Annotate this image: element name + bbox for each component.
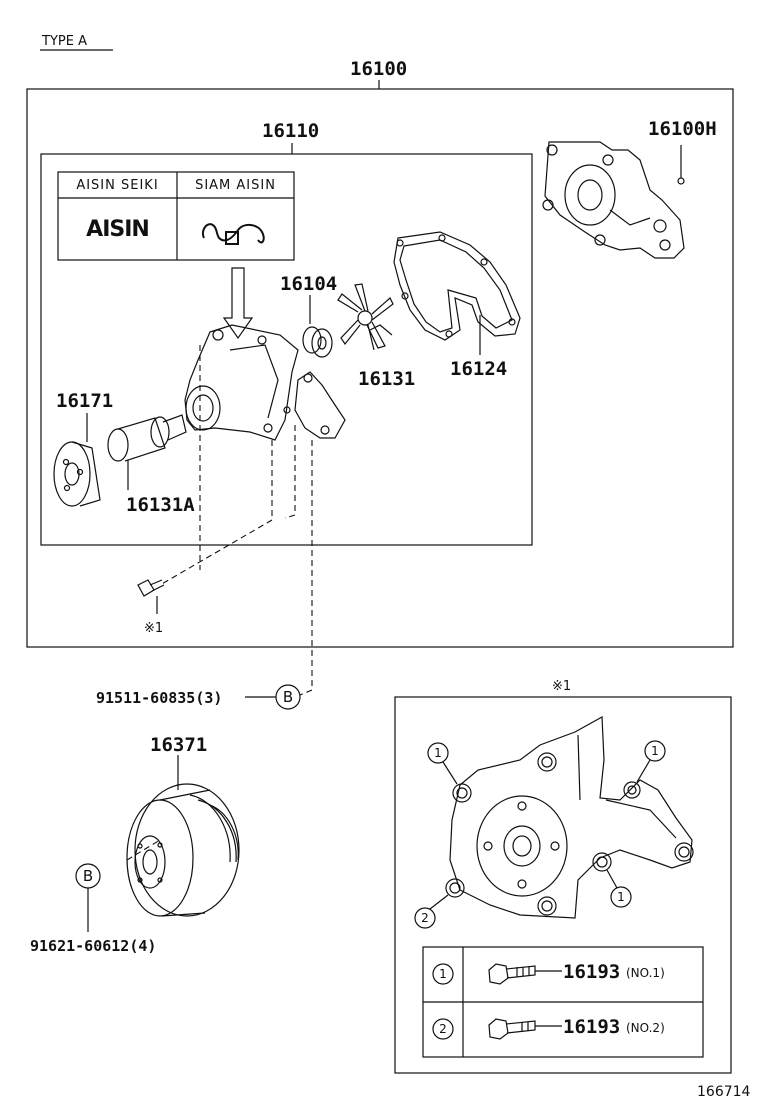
bolt-no2-drawing <box>488 1018 536 1040</box>
siam-aisin-logo <box>202 223 265 245</box>
gasket-drawing <box>393 231 521 341</box>
part-impeller: 16131 <box>358 368 416 390</box>
part-bolt-b2: 91621-60612(4) <box>30 937 157 955</box>
bearing-drawing <box>107 414 187 462</box>
small-bolt-drawing <box>137 579 165 597</box>
arrow-shape <box>222 267 254 340</box>
ref-mark-upper: ※1 <box>144 621 164 636</box>
maker-left-name: AISIN SEIKI <box>76 177 159 193</box>
pump-body-drawing <box>184 324 346 441</box>
table-callout-2: 2 <box>439 1022 447 1036</box>
callout-1-right: 1 <box>617 890 625 904</box>
bolt-no2-suffix: (NO.2) <box>626 1021 665 1035</box>
callout-1-top-left: 1 <box>434 746 442 760</box>
callout-2-left: 2 <box>421 911 429 925</box>
detail-box <box>394 696 732 1074</box>
maker-table <box>57 171 295 261</box>
detail-pump-drawing <box>445 716 694 919</box>
aisin-logo: AISIN <box>86 216 150 242</box>
part-bearing: 16131A <box>126 494 195 516</box>
part-bolt-b1: 91511-60835(3) <box>96 689 223 707</box>
b-letter-lower: B <box>82 867 94 885</box>
part-pump: 16110 <box>262 120 320 142</box>
ref-mark-detail: ※1 <box>552 679 572 694</box>
part-assembly: 16100 <box>350 58 408 80</box>
part-pulley: 16371 <box>150 734 208 756</box>
impeller-drawing <box>337 283 394 351</box>
part-bolt-no2: 16193 <box>563 1016 621 1038</box>
cover-plate-drawing <box>542 141 685 259</box>
flange-drawing <box>53 441 101 507</box>
part-seal: 16104 <box>280 273 338 295</box>
assembly-box <box>26 88 734 648</box>
callout-1-top-right: 1 <box>651 744 659 758</box>
maker-right-name: SIAM AISIN <box>195 177 276 193</box>
b-circle-upper <box>275 684 301 710</box>
b-letter-upper: B <box>282 688 294 706</box>
pump-box <box>40 153 533 546</box>
type-label: TYPE A <box>42 34 87 49</box>
part-flange: 16171 <box>56 390 114 412</box>
bolt-no1-suffix: (NO.1) <box>626 966 665 980</box>
pulley-drawing <box>126 783 240 917</box>
part-gasket: 16124 <box>450 358 508 380</box>
seal-drawing <box>302 326 333 358</box>
part-cover-plug: 16100H <box>648 118 717 140</box>
footer-code: 166714 <box>697 1084 751 1100</box>
part-bolt-no1: 16193 <box>563 961 621 983</box>
table-callout-1: 1 <box>439 967 447 981</box>
bolt-no1-drawing <box>488 963 536 985</box>
